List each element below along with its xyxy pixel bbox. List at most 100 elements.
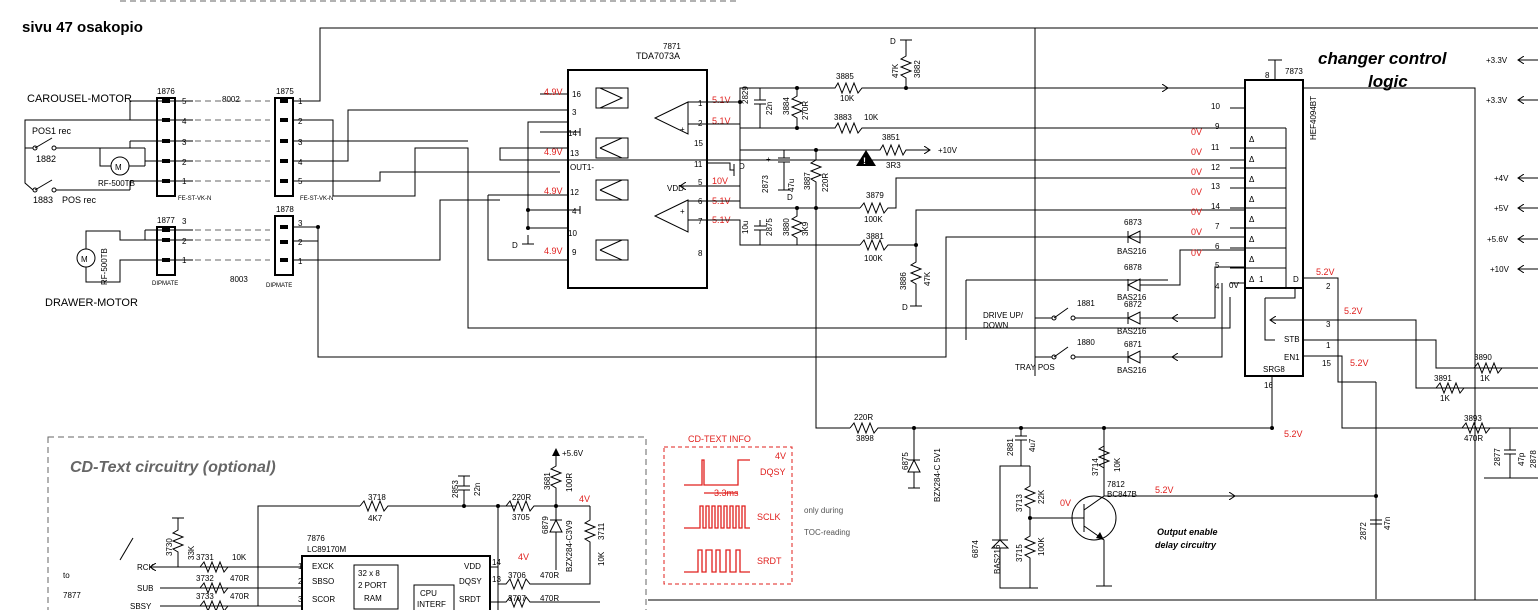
svg-text:100K: 100K <box>864 215 883 224</box>
svg-text:470R: 470R <box>230 574 249 583</box>
svg-text:M: M <box>115 163 122 172</box>
svg-text:3714: 3714 <box>1091 458 1100 476</box>
resistor-3713: 3713 22K <box>1015 466 1062 519</box>
tda7073a-ic: 7871 TDA7073A 16 3 14 13 12 4 10 9 1 2 1… <box>567 42 745 289</box>
resistor-3706: 3706 470R <box>498 560 591 591</box>
changer-control-title: changer control <box>1318 49 1448 68</box>
drive-updown-label-1: DRIVE UP/ <box>983 311 1024 320</box>
svg-text:3886: 3886 <box>899 272 908 290</box>
svg-text:1875: 1875 <box>276 87 294 96</box>
resistor-3893: 3893 470R <box>1461 414 1491 443</box>
svg-text:1: 1 <box>1326 341 1331 350</box>
svg-text:270R: 270R <box>801 101 810 120</box>
svg-text:2881: 2881 <box>1006 438 1015 456</box>
connection-8002: 8002 <box>222 95 240 104</box>
svg-text:VDD: VDD <box>464 562 481 571</box>
svg-text:3881: 3881 <box>866 232 884 241</box>
resistor-3732: 3732 470R <box>196 574 249 595</box>
svg-text:D: D <box>1293 275 1299 284</box>
to-label: to <box>63 571 70 580</box>
svg-text:3718: 3718 <box>368 493 386 502</box>
svg-text:220R: 220R <box>821 173 830 192</box>
svg-text:9: 9 <box>1215 122 1220 131</box>
zener-6879: 6879 BZX284-C3V9 <box>541 516 574 572</box>
svg-text:OUT1-: OUT1- <box>570 163 594 172</box>
svg-text:2: 2 <box>298 577 303 586</box>
svg-text:DQSY: DQSY <box>760 467 786 477</box>
switch-1882 <box>32 137 57 151</box>
tda-v-5: 10V <box>712 176 728 186</box>
svg-text:3: 3 <box>182 138 187 147</box>
svg-text:2: 2 <box>182 237 187 246</box>
resistor-3884: 3884 270R <box>782 88 810 128</box>
tda-v-9: 4.9V <box>544 246 563 256</box>
svg-text:4u7: 4u7 <box>1028 438 1037 452</box>
svg-text:2 PORT: 2 PORT <box>358 581 387 590</box>
svg-text:3879: 3879 <box>866 191 884 200</box>
svg-text:4: 4 <box>182 117 187 126</box>
tda-v-16: 4.9V <box>544 87 563 97</box>
signal-sbsy: SBSY <box>130 602 152 610</box>
drawer-motor-label: DRAWER-MOTOR <box>45 297 138 309</box>
svg-text:100K: 100K <box>1037 537 1046 556</box>
svg-text:33K: 33K <box>187 545 196 560</box>
cd-v-4v-dqsy: 4V <box>518 552 529 562</box>
svg-text:D: D <box>787 193 793 202</box>
hef-v-14: 0V <box>1191 187 1202 197</box>
svg-text:2873: 2873 <box>761 175 770 193</box>
svg-text:10K: 10K <box>1113 457 1122 472</box>
tda-v-13: 4.9V <box>544 147 563 157</box>
svg-text:47u: 47u <box>787 179 796 192</box>
capacitor-2881: 2881 4u7 <box>999 428 1037 540</box>
switch-1881 <box>1035 307 1076 321</box>
svg-text:4: 4 <box>298 158 303 167</box>
diode-6878: 6878 BAS216 <box>1117 263 1147 302</box>
svg-text:16: 16 <box>1264 381 1273 390</box>
svg-text:13: 13 <box>1211 182 1220 191</box>
svg-text:3: 3 <box>298 138 303 147</box>
svg-text:EN1: EN1 <box>1284 353 1300 362</box>
svg-text:11: 11 <box>694 160 703 169</box>
svg-text:3715: 3715 <box>1015 544 1024 562</box>
svg-text:5: 5 <box>1215 261 1220 270</box>
resistor-3851: 3851 3R3 <box>816 133 930 170</box>
svg-text:3R3: 3R3 <box>886 161 901 170</box>
svg-text:47p: 47p <box>1517 452 1526 466</box>
svg-text:10: 10 <box>568 229 577 238</box>
svg-text:BAS216: BAS216 <box>993 544 1002 574</box>
supply-5v6-cd: +5.6V <box>562 449 584 458</box>
resistor-3879: 3879 100K <box>859 177 1168 224</box>
svg-text:CPU: CPU <box>420 589 437 598</box>
svg-text:DIPMATE: DIPMATE <box>266 283 292 289</box>
svg-text:1877: 1877 <box>157 216 175 225</box>
svg-text:3713: 3713 <box>1015 494 1024 512</box>
signal-sub: SUB <box>137 584 153 593</box>
supply-arrows: +3.3V +3.3V +4V +5V +5.6V +10V <box>1486 56 1538 274</box>
hef-v-en1: 5.2V <box>1350 358 1369 368</box>
svg-text:1: 1 <box>1259 275 1264 284</box>
hef4094bt-ic: 7873 HEF4094BT 8 ΔΔ ΔΔ ΔΔ ΔΔ 1 D 0V STB … <box>1211 59 1331 390</box>
svg-text:3732: 3732 <box>196 574 214 583</box>
carousel-motor-symbol: M <box>110 156 130 176</box>
resistor-3885: 3885 10K <box>830 72 906 103</box>
svg-text:32 x 8: 32 x 8 <box>358 569 380 578</box>
tda-v-2: 5.1V <box>712 116 731 126</box>
svg-text:6879: 6879 <box>541 516 550 534</box>
connector-1876: 1876 5 4 3 2 1 FE-ST-VK-N <box>156 87 211 202</box>
svg-text:470R: 470R <box>230 592 249 601</box>
capacitor-2829: 2829 22n <box>741 86 774 128</box>
output-enable-label-1: Output enable <box>1157 527 1218 537</box>
svg-text:13: 13 <box>570 149 579 158</box>
carousel-motor-label: CAROUSEL-MOTOR <box>27 93 132 105</box>
svg-text:220R: 220R <box>512 493 531 502</box>
svg-text:47K: 47K <box>891 63 900 78</box>
svg-text:470R: 470R <box>540 571 559 580</box>
svg-text:BC847B: BC847B <box>1107 490 1137 499</box>
svg-text:2872: 2872 <box>1359 522 1368 540</box>
svg-text:CD-TEXT INFO: CD-TEXT INFO <box>688 434 751 444</box>
svg-text:3885: 3885 <box>836 72 854 81</box>
svg-text:SCLK: SCLK <box>757 512 781 522</box>
capacitor-2853: 2853 22n <box>451 475 482 506</box>
svg-text:!: ! <box>863 156 866 166</box>
